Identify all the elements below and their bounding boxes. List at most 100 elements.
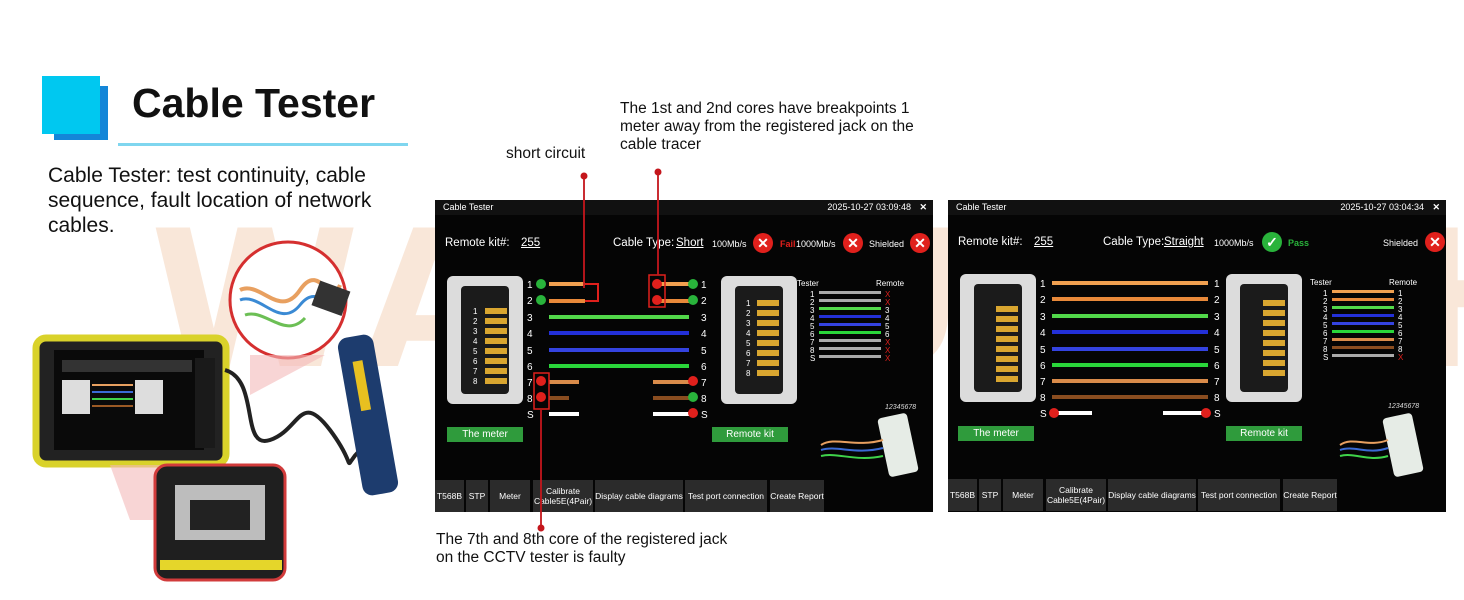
svg-text:2: 2	[701, 296, 707, 307]
svg-text:1: 1	[810, 290, 815, 299]
svg-text:5: 5	[1323, 321, 1328, 330]
toolbar-t568b[interactable]: T568B	[948, 479, 977, 511]
close-icon[interactable]: ✕	[1432, 202, 1440, 212]
result-pass: Pass	[1288, 238, 1310, 248]
toolbar-display-diagrams[interactable]: Display cable diagrams	[1108, 479, 1196, 511]
svg-text:Remote: Remote	[876, 279, 905, 288]
svg-text:4: 4	[527, 329, 533, 340]
svg-text:5: 5	[1040, 345, 1046, 356]
remote-kit-label: Remote kit#:	[445, 237, 510, 249]
svg-text:8: 8	[1214, 393, 1220, 404]
svg-text:4: 4	[1398, 313, 1403, 322]
svg-text:2: 2	[1323, 297, 1328, 306]
toolbar-create-report[interactable]: Create Report	[1283, 479, 1337, 511]
svg-text:1: 1	[473, 307, 478, 316]
app-title: Cable Tester	[956, 202, 1007, 212]
meter-button[interactable]: The meter	[958, 426, 1034, 441]
svg-text:1: 1	[1398, 289, 1403, 298]
toolbar-test-port[interactable]: Test port connection	[685, 480, 767, 512]
toolbar-test-port[interactable]: Test port connection	[1198, 479, 1280, 511]
svg-text:4: 4	[1323, 313, 1328, 322]
svg-text:8: 8	[810, 346, 815, 355]
datetime: 2025-10-27 03:09:48	[827, 202, 911, 212]
toolbar-display-diagrams[interactable]: Display cable diagrams	[595, 480, 683, 512]
svg-text:3: 3	[473, 327, 478, 336]
remote-kit-value[interactable]: 255	[1034, 236, 1054, 248]
shielded-fail-icon: ✕	[910, 233, 930, 253]
datetime: 2025-10-27 03:04:34	[1340, 202, 1424, 212]
remote-kit-value[interactable]: 255	[521, 237, 541, 249]
toolbar-calibrate[interactable]: Calibrate Cable5E(4Pair)	[533, 480, 593, 512]
svg-text:7: 7	[1398, 337, 1403, 346]
toolbar-t568b[interactable]: T568B	[435, 480, 464, 512]
svg-text:S: S	[810, 354, 815, 363]
svg-text:2: 2	[810, 298, 815, 307]
svg-text:7: 7	[1040, 377, 1046, 388]
svg-text:2: 2	[746, 309, 751, 318]
remote-kit-button[interactable]: Remote kit	[712, 427, 788, 442]
title-underline	[118, 143, 408, 146]
svg-text:1: 1	[701, 280, 707, 291]
svg-text:Tester: Tester	[1310, 278, 1332, 287]
svg-text:2: 2	[473, 317, 478, 326]
svg-text:7: 7	[1214, 377, 1220, 388]
remote-kit-label: Remote kit#:	[958, 236, 1023, 248]
speed-100: 100Mb/s	[712, 239, 747, 249]
shielded-fail-icon: ✕	[1425, 232, 1445, 252]
svg-text:3: 3	[1040, 312, 1046, 323]
svg-text:7: 7	[810, 338, 815, 347]
svg-text:8: 8	[746, 369, 751, 378]
svg-text:6: 6	[473, 357, 478, 366]
cable-type-label: Cable Type:	[1103, 236, 1165, 248]
svg-text:6: 6	[701, 362, 707, 373]
fail-1000-icon: ✕	[843, 233, 863, 253]
shielded-label: Shielded	[869, 239, 905, 249]
toolbar-calibrate[interactable]: Calibrate Cable5E(4Pair)	[1046, 479, 1106, 511]
pass-icon: ✓	[1262, 232, 1282, 252]
svg-text:4: 4	[885, 314, 890, 323]
svg-text:6: 6	[1040, 361, 1046, 372]
svg-text:4: 4	[746, 329, 751, 338]
speed-1000: 1000Mb/s	[1214, 238, 1254, 248]
close-icon[interactable]: ✕	[919, 202, 927, 212]
svg-text:5: 5	[701, 346, 707, 357]
speed-1000: 1000Mb/s	[796, 239, 836, 249]
svg-text:8: 8	[1323, 345, 1328, 354]
toolbar-create-report[interactable]: Create Report	[770, 480, 824, 512]
svg-text:7: 7	[701, 378, 707, 389]
svg-text:8: 8	[701, 394, 707, 405]
svg-text:6: 6	[1398, 329, 1403, 338]
svg-text:4: 4	[473, 337, 478, 346]
toolbar-stp[interactable]: STP	[979, 479, 1001, 511]
svg-text:8: 8	[1040, 393, 1046, 404]
svg-text:2: 2	[527, 296, 533, 307]
svg-text:5: 5	[885, 322, 890, 331]
part-number: 12345678	[885, 404, 917, 411]
meter-button[interactable]: The meter	[447, 427, 523, 442]
annotation-breakpoints: The 1st and 2nd cores have breakpoints 1…	[620, 100, 914, 153]
toolbar-meter[interactable]: Meter	[1003, 479, 1043, 511]
svg-text:3: 3	[1398, 305, 1403, 314]
svg-text:6: 6	[1323, 329, 1328, 338]
toolbar-stp[interactable]: STP	[466, 480, 488, 512]
remote-kit-button[interactable]: Remote kit	[1226, 426, 1302, 441]
status-bar: Cable Tester 2025-10-27 03:09:48 ✕	[435, 200, 933, 215]
svg-text:1: 1	[527, 280, 533, 291]
svg-text:5: 5	[746, 339, 751, 348]
app-title: Cable Tester	[443, 202, 494, 212]
svg-text:4: 4	[1214, 328, 1220, 339]
svg-text:S: S	[1214, 409, 1221, 420]
svg-text:3: 3	[701, 313, 707, 324]
svg-text:7: 7	[746, 359, 751, 368]
status-bar: Cable Tester 2025-10-27 03:04:34 ✕	[948, 200, 1446, 215]
svg-text:8: 8	[527, 394, 533, 405]
svg-text:X: X	[885, 338, 891, 347]
svg-text:2: 2	[1398, 297, 1403, 306]
svg-text:6: 6	[527, 362, 533, 373]
toolbar-meter[interactable]: Meter	[490, 480, 530, 512]
cable-type-value: Straight	[1164, 236, 1204, 248]
page-title: Cable Tester	[132, 80, 376, 126]
svg-text:3: 3	[885, 306, 890, 315]
screen-fail: Cable Tester 2025-10-27 03:09:48 ✕ Remot…	[435, 200, 933, 512]
svg-text:5: 5	[527, 346, 533, 357]
